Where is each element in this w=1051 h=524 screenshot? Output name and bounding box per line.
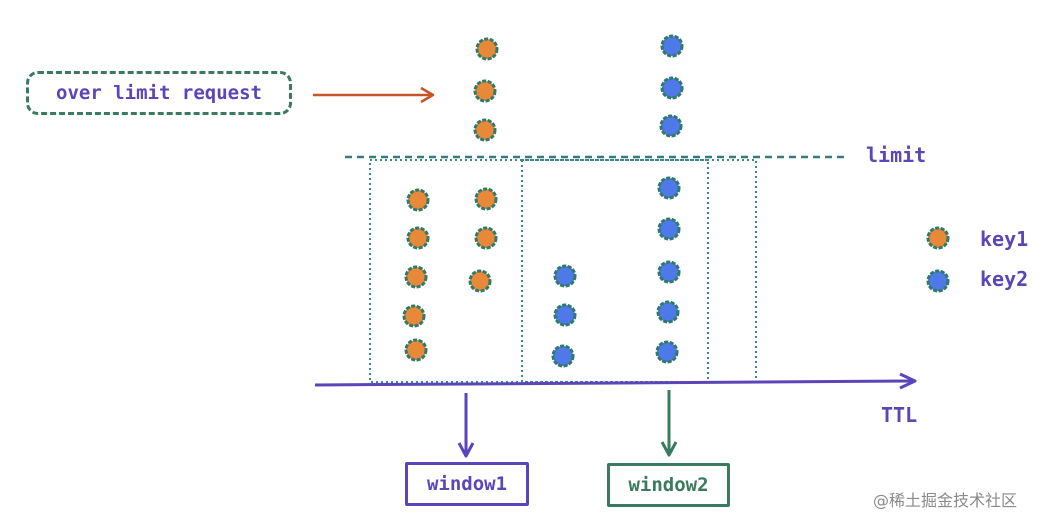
key2-request-dot: [657, 260, 681, 284]
over-limit-arrowhead: [420, 86, 435, 104]
key1-request-dot: [404, 265, 428, 289]
key2-request-dot: [660, 76, 684, 100]
key1-request-dot: [468, 269, 492, 293]
over-limit-request-text: over limit request: [56, 82, 262, 104]
window2-arrowhead: [660, 441, 678, 457]
key2-request-dot: [660, 34, 684, 58]
key1-request-dot: [406, 188, 430, 212]
key2-request-dot: [657, 217, 681, 241]
key2-request-dot: [553, 264, 577, 288]
limit-label: limit: [866, 143, 927, 167]
legend-key2-label: key2: [980, 267, 1029, 291]
over-limit-request-label: over limit request: [26, 71, 292, 115]
key2-request-dot: [659, 114, 683, 138]
key1-request-dot: [475, 37, 499, 61]
key2-request-dot: [553, 303, 577, 327]
window1-text: window1: [426, 473, 508, 495]
key1-request-dot: [402, 304, 426, 328]
window2-region: [521, 159, 757, 383]
key1-request-dot: [404, 338, 428, 362]
window1-box: window1: [405, 462, 529, 506]
key1-request-dot: [474, 226, 498, 250]
ttl-label: TTL: [881, 403, 918, 427]
legend-key2-dot: [926, 269, 950, 293]
window2-text: window2: [628, 474, 709, 496]
key1-request-dot: [406, 226, 430, 250]
key1-request-dot: [473, 118, 497, 142]
key2-request-dot: [656, 300, 680, 324]
ttl-axis: [314, 379, 913, 387]
request-dots: [402, 34, 950, 368]
key2-request-dot: [655, 340, 679, 364]
window2-box: window2: [607, 463, 730, 507]
legend-key1-label: key1: [980, 227, 1029, 251]
legend-key1-dot: [926, 226, 950, 250]
ttl-axis-arrowhead: [899, 372, 917, 390]
window1-arrowhead: [457, 442, 475, 458]
key1-request-dot: [473, 79, 497, 103]
key2-request-dot: [551, 344, 575, 368]
watermark: @稀土掘金技术社区: [873, 491, 1018, 510]
key1-request-dot: [474, 187, 498, 211]
key2-request-dot: [657, 176, 681, 200]
